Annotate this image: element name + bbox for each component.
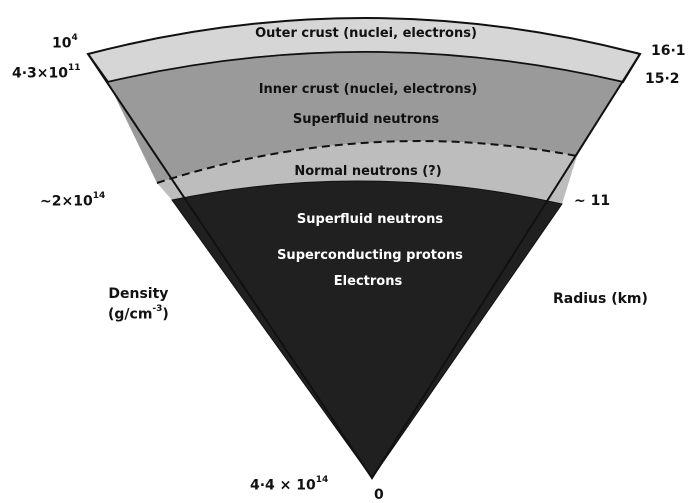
inner-crust-sublabel: Superfluid neutrons: [292, 112, 440, 127]
normal-neutron-dashed-boundary: [156, 140, 578, 184]
inner-crust-boundary: [107, 51, 624, 83]
inner-crust-label: Inner crust (nuclei, electrons): [258, 82, 478, 97]
outer-crust-label: Outer crust (nuclei, electrons): [255, 26, 477, 41]
radius-label-top: 16·1: [651, 43, 686, 59]
density-label-top: 104: [52, 33, 78, 52]
density-label-center: 4·4 × 1014: [250, 475, 329, 494]
radius-label-inner-crust: 15·2: [645, 71, 680, 87]
core-region: [171, 180, 563, 479]
inner-crust-layer: [108, 52, 623, 183]
wedge-outline: [87, 53, 641, 480]
normal-neutrons-label: Normal neutrons (?): [294, 164, 442, 179]
core-label-electrons: Electrons: [333, 274, 403, 289]
core-label-superconducting: Superconducting protons: [277, 248, 463, 263]
radius-axis-title: Radius (km): [553, 291, 648, 307]
core-label-superfluid: Superfluid neutrons: [296, 212, 444, 227]
density-axis-title: Density (g/cm-3): [108, 286, 169, 323]
density-label-inner-crust: 4·3×1011: [12, 63, 81, 82]
radius-label-center: 0: [374, 487, 384, 503]
density-label-core: ~2×1014: [40, 191, 106, 210]
radius-label-core: ~ 11: [574, 193, 611, 209]
